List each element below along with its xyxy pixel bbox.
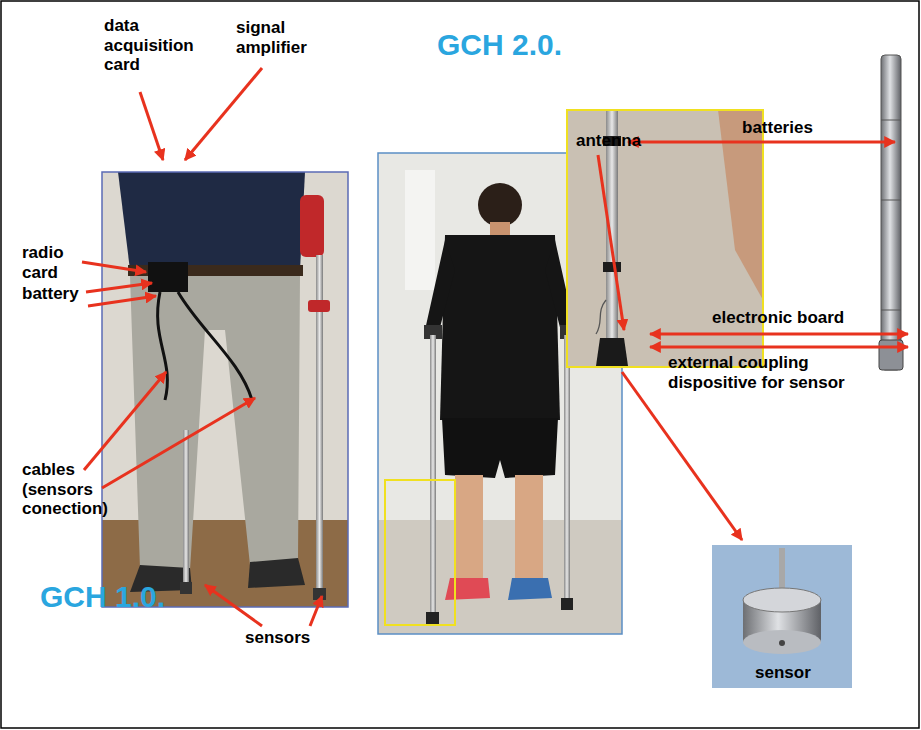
part-label: antenna: [576, 131, 641, 151]
part-label: sensor: [755, 663, 811, 683]
part-label: battery: [22, 284, 79, 304]
part-label: data acquisition card: [104, 16, 209, 75]
part-label: cables (sensors conection): [22, 460, 114, 519]
part-label: sensors: [245, 628, 310, 648]
version-title: GCH 1.0.: [40, 580, 165, 613]
photo-sensor: [712, 545, 852, 688]
photo-inset: [567, 110, 763, 367]
part-label: external coupling dispositive for sensor: [668, 353, 893, 392]
version-title: GCH 2.0.: [437, 28, 562, 61]
crutch-tube-drawing: [879, 55, 903, 370]
part-label: signal amplifier: [236, 18, 331, 57]
photo-gch1: [102, 172, 348, 607]
leader-arrows: [82, 68, 908, 626]
part-label: batteries: [742, 118, 813, 138]
part-label: electronic board: [712, 308, 844, 328]
part-label: radio card: [22, 243, 82, 282]
